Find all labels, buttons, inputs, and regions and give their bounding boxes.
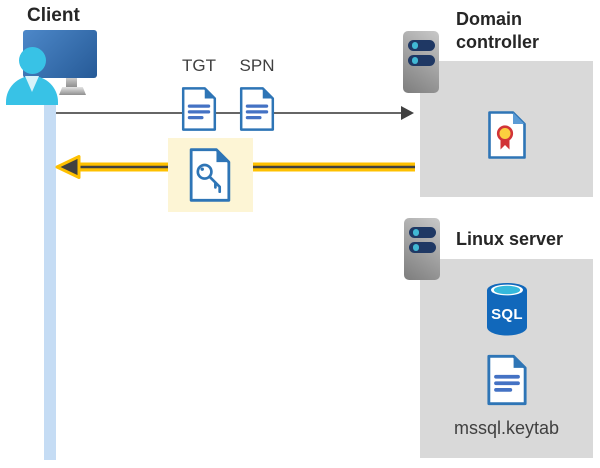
tgt-label: TGT — [182, 56, 216, 75]
linux-server-label: Linux server — [456, 229, 564, 249]
key-dot — [200, 167, 204, 171]
client-timeline-bar — [44, 92, 56, 460]
monitor-stand-neck — [66, 78, 77, 87]
client-label: Client — [27, 5, 80, 26]
server-led — [412, 244, 420, 251]
request-arrow-line — [56, 112, 402, 114]
response-arrow-head — [55, 155, 81, 179]
monitor-stand-base — [59, 87, 86, 95]
server-bar — [408, 55, 435, 66]
server-led — [411, 57, 419, 64]
sql-badge-text: SQL — [491, 306, 523, 323]
server-bar — [408, 40, 435, 51]
person-head — [19, 47, 46, 74]
server-bar — [409, 242, 436, 253]
server-bar — [409, 227, 436, 238]
request-arrow-head — [401, 106, 414, 120]
certificate-seal — [496, 125, 514, 142]
server-led — [412, 229, 420, 236]
person-icon — [6, 45, 58, 105]
database-top — [493, 285, 521, 295]
tgt-document-icon — [181, 87, 217, 131]
spn-document-icon — [239, 87, 275, 131]
server-led — [411, 42, 419, 49]
sql-database-icon: SQL — [487, 283, 527, 336]
keytab-document-icon — [487, 354, 527, 406]
keytab-filename-label: mssql.keytab — [453, 418, 560, 438]
key-document-icon — [189, 148, 231, 202]
linux-server-icon — [404, 218, 440, 280]
domain-controller-server-icon — [403, 31, 439, 93]
certificate-icon — [488, 111, 526, 159]
domain-controller-label: Domain controller — [456, 9, 540, 52]
spn-label: SPN — [239, 56, 275, 75]
